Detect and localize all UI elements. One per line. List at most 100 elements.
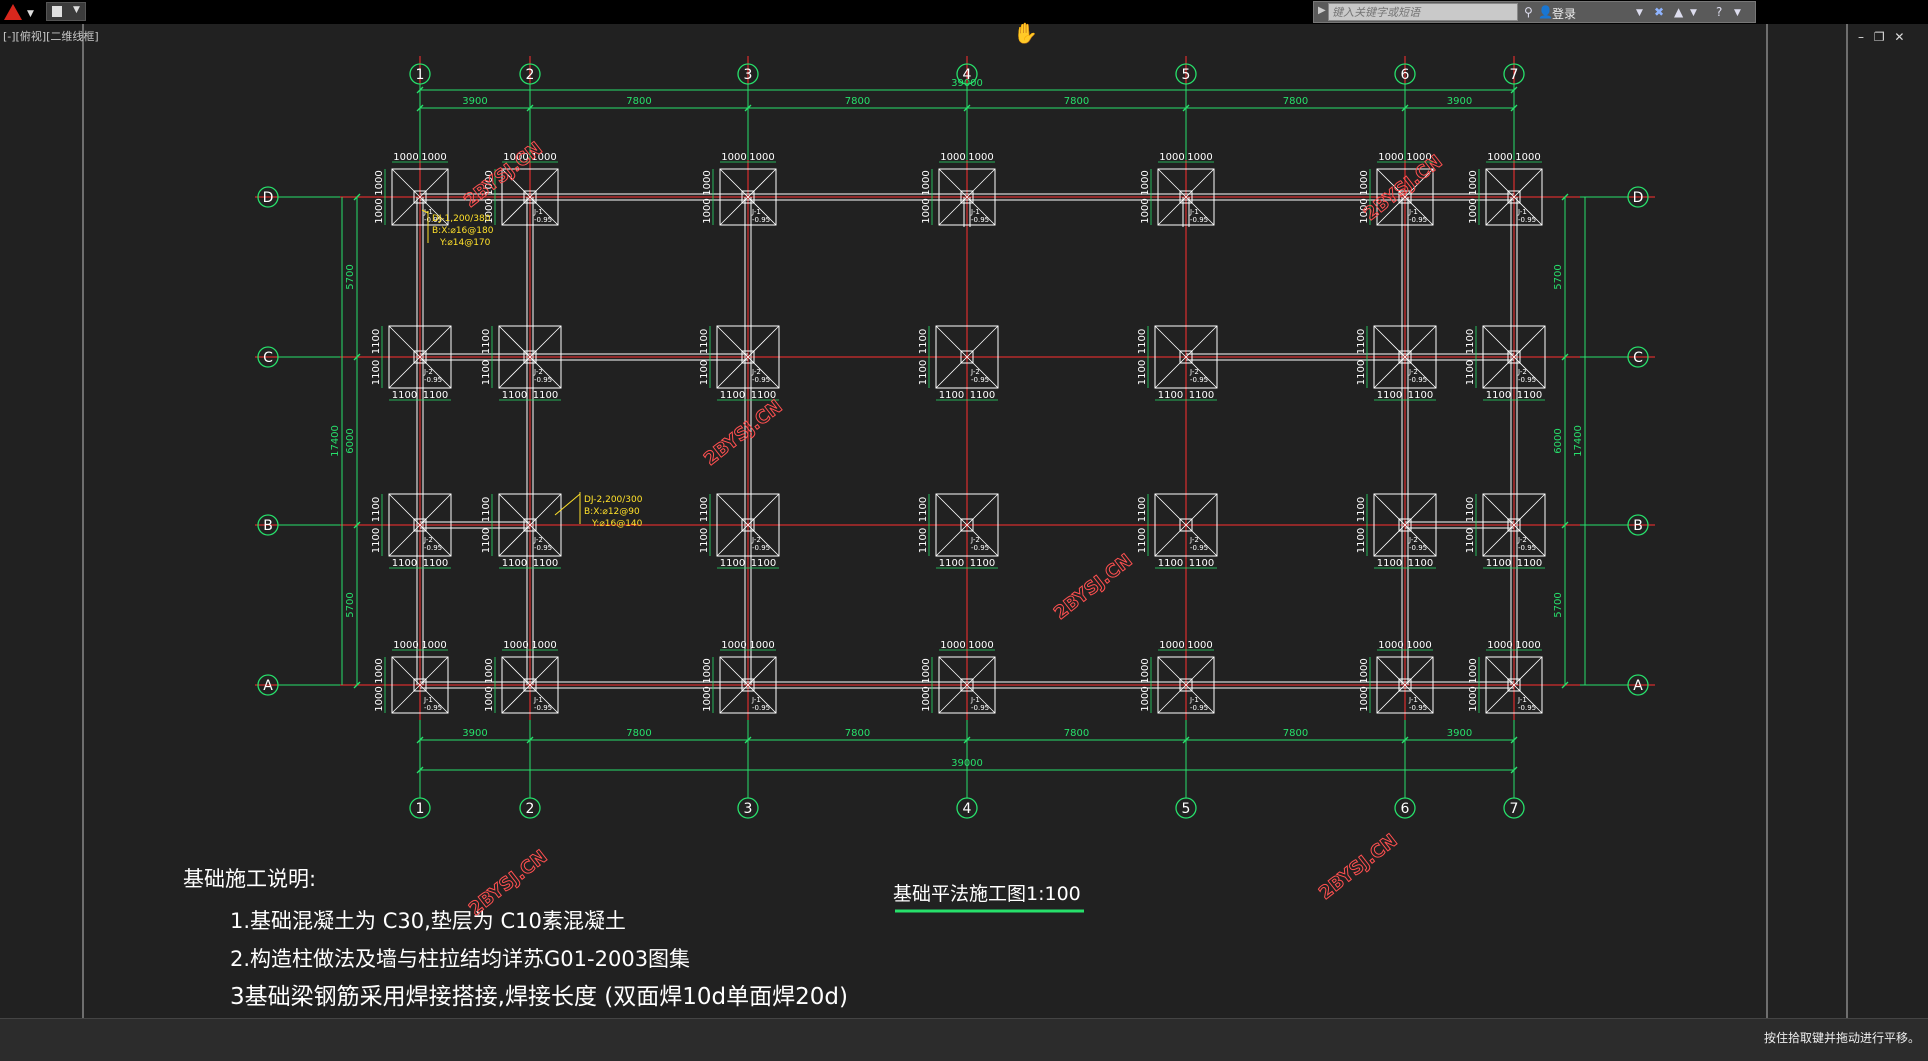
binoculars-icon[interactable]: ⚲ — [1524, 5, 1533, 19]
notes-item: 2.构造柱做法及墙与柱拉结均详苏G01-2003图集 — [230, 947, 690, 971]
column-pedestal — [1398, 518, 1412, 532]
footing-diagonal — [388, 493, 452, 557]
footing-diagonal — [938, 168, 996, 226]
footing-tag: J-1 — [970, 208, 980, 216]
footing-dimension-text: 1000 — [940, 152, 965, 163]
footing-tag: J-1 — [1189, 696, 1199, 704]
status-message: 按住拾取键并拖动进行平移。 — [1763, 1031, 1920, 1045]
footing-dimension-text: 1100 — [1486, 558, 1511, 569]
footing-outline — [1157, 656, 1215, 714]
dimension-tick — [1561, 521, 1569, 529]
autodesk-app-icon[interactable]: ▲ — [1674, 5, 1684, 19]
footing-dimension-text: 1000 — [1515, 640, 1540, 651]
axis-bubble-label: 4 — [963, 801, 972, 817]
footing-diagonal — [935, 325, 999, 389]
footing-tag: J-2 — [751, 536, 761, 544]
footing-tag: J-2 — [533, 368, 543, 376]
footing-dimension-text: 1100 — [481, 528, 492, 553]
expand-arrow-icon[interactable]: ▶ — [1318, 5, 1326, 16]
login-button[interactable]: 登录 — [1552, 7, 1577, 21]
footing-dimension-text: 1000 — [702, 198, 713, 223]
footing-dimension-text: 1100 — [1356, 528, 1367, 553]
application-menu-button[interactable]: ▼ — [0, 0, 40, 24]
footing-dimension-text: 1000 — [1359, 686, 1370, 711]
chevron-down-icon[interactable]: ▼ — [1690, 8, 1697, 18]
restore-icon[interactable]: ❐ — [1873, 30, 1885, 44]
dimension-text: 3900 — [1447, 96, 1472, 107]
footing-diagonal — [1482, 493, 1546, 557]
dimension-text: 17400 — [1573, 425, 1584, 457]
footing-outline — [391, 656, 449, 714]
footing-dimension-text: 1100 — [1137, 329, 1148, 354]
footing-dimension-text: 1000 — [484, 198, 495, 223]
footing-tag: J-2 — [423, 536, 433, 544]
footing-elevation: -0.95 — [1409, 376, 1427, 384]
footing-dimension-text: 1100 — [371, 497, 382, 522]
footing-outline — [391, 168, 449, 226]
footing-outline — [1485, 168, 1543, 226]
dimension-text: 7800 — [1064, 728, 1089, 739]
footing-dimension-text: 1000 — [1406, 152, 1431, 163]
footing-dimension-text: 1100 — [1137, 497, 1148, 522]
footing-dimension-text: 1100 — [371, 360, 382, 385]
footing-dimension-text: 1000 — [702, 658, 713, 683]
footing-outline — [719, 656, 777, 714]
footing-dimension-text: 1100 — [1465, 360, 1476, 385]
footing-outline — [716, 493, 780, 557]
footing-diagonal — [498, 493, 562, 557]
dimension-text: 7800 — [1283, 96, 1308, 107]
column-pedestal — [413, 678, 427, 692]
dimension-tick — [1401, 104, 1409, 112]
footing-dimension-text: 1000 — [374, 686, 385, 711]
footing-dimension-text: 1100 — [1356, 497, 1367, 522]
chevron-down-icon: ▼ — [73, 5, 80, 15]
footing-diagonal — [719, 656, 777, 714]
footing-outline — [501, 656, 559, 714]
footing-dimension-text: 1000 — [749, 152, 774, 163]
footing-dimension-text: 1000 — [421, 640, 446, 651]
column-pedestal — [741, 190, 755, 204]
footing-elevation: -0.95 — [1518, 216, 1536, 224]
footing-dimension-text: 1000 — [749, 640, 774, 651]
viewport-controls-label[interactable]: [-][俯视][二维线框] — [3, 30, 99, 43]
chevron-down-icon[interactable]: ▼ — [1734, 8, 1741, 18]
help-icon[interactable]: ? — [1716, 5, 1723, 19]
footing-dimension-text: 1000 — [393, 640, 418, 651]
footing-elevation: -0.95 — [1190, 216, 1208, 224]
footing-outline — [1373, 493, 1437, 557]
minimize-icon[interactable]: – — [1858, 30, 1864, 44]
callout-leader — [421, 209, 429, 214]
user-icon[interactable]: 👤 — [1538, 5, 1553, 19]
footing-elevation: -0.95 — [1190, 544, 1208, 552]
footing-diagonal — [716, 325, 780, 389]
footing-elevation: -0.95 — [752, 376, 770, 384]
footing-tag: J-1 — [533, 696, 543, 704]
chevron-down-icon[interactable]: ▼ — [1636, 8, 1643, 18]
exchange-icon[interactable]: ✖ — [1654, 5, 1665, 19]
footing-outline — [1376, 168, 1434, 226]
footing-dimension-text: 1100 — [699, 360, 710, 385]
dimension-text: 5700 — [345, 592, 356, 617]
watermark: 2BYSJ.CN — [1050, 550, 1136, 624]
footing-dimension-text: 1100 — [720, 390, 745, 401]
callout-leader — [554, 493, 581, 516]
footing-dimension-text: 1100 — [1377, 558, 1402, 569]
search-input[interactable] — [1328, 3, 1518, 21]
quick-access-button[interactable]: ▼ — [46, 2, 86, 21]
footing-tag: J-2 — [1408, 368, 1418, 376]
footing-dimension-text: 1100 — [1356, 329, 1367, 354]
footing-dimension-text: 1000 — [1487, 640, 1512, 651]
close-icon[interactable]: ✕ — [1894, 30, 1905, 44]
footing-dimension-text: 1000 — [1159, 640, 1184, 651]
footing-elevation: -0.95 — [424, 704, 442, 712]
footing-dimension-text: 1100 — [481, 360, 492, 385]
callout-text: DJ-2,200/300 — [584, 495, 643, 505]
footing-dimension-text: 1000 — [1487, 152, 1512, 163]
footing-dimension-text: 1100 — [1189, 390, 1214, 401]
footing-dimension-text: 1100 — [533, 558, 558, 569]
column-pedestal — [1398, 678, 1412, 692]
callout-text: B:X:⌀16@180 — [432, 226, 494, 236]
footing-outline — [1376, 656, 1434, 714]
footing-outline — [1154, 493, 1218, 557]
